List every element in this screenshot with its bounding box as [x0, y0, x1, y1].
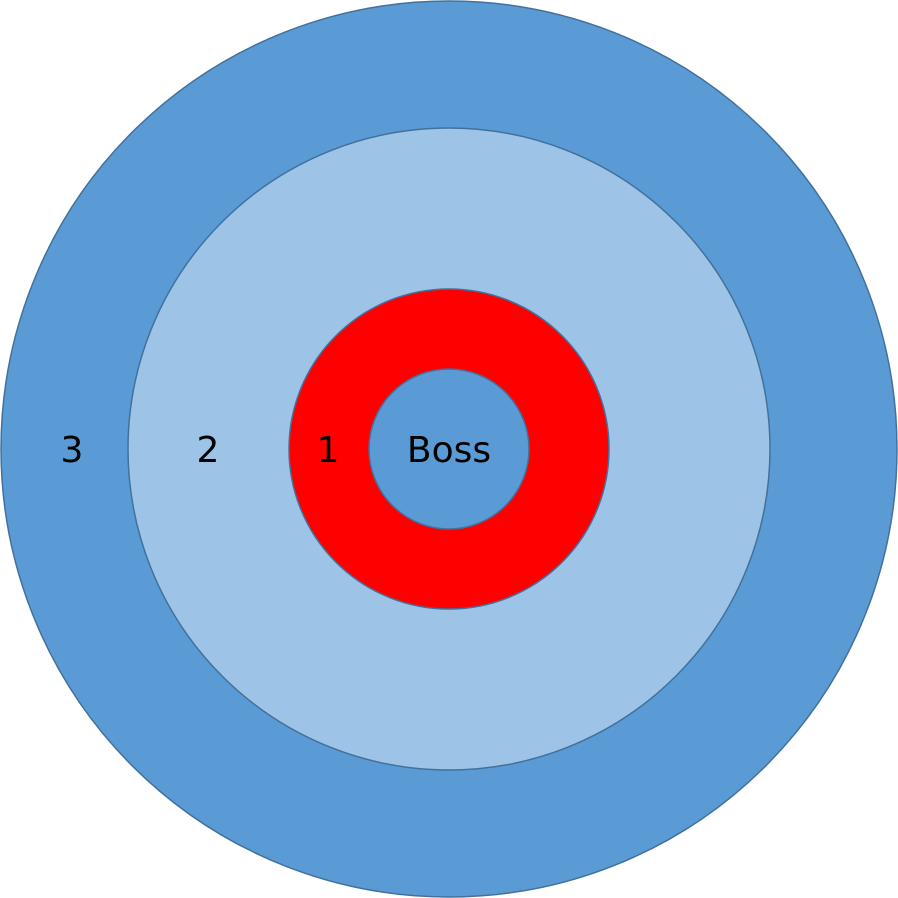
ring-2-label: 2 — [197, 430, 220, 471]
ring-3-label: 3 — [61, 430, 84, 471]
ring-1-label: 1 — [317, 430, 340, 471]
boss-label: Boss — [407, 430, 491, 471]
boss-center — [368, 368, 530, 530]
